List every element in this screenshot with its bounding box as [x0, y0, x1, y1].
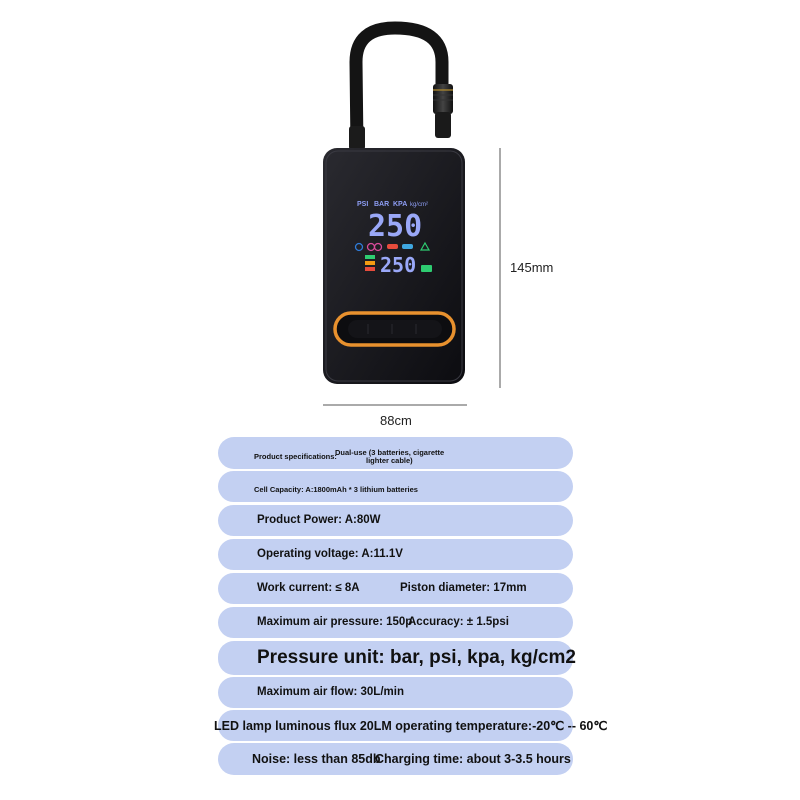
accuracy-text: Accuracy: ± 1.5psi — [408, 616, 509, 628]
spec-row-led-temperature: LED lamp luminous flux 20LM operating te… — [214, 710, 607, 741]
battery-level-icon — [365, 255, 375, 271]
unit-bar: BAR — [374, 201, 389, 208]
spec-row-noise-charging: Noise: less than 85db Charging time: abo… — [218, 743, 573, 775]
charging-time-text: Charging time: about 3-3.5 hours — [375, 752, 571, 766]
spec-row-pressure-unit: Pressure unit: bar, psi, kpa, kg/cm2 — [218, 641, 576, 675]
width-dimension-label: 88cm — [380, 413, 412, 428]
sub-pressure-value: 250 — [380, 253, 416, 277]
product-specifications-value-line2: lighter cable) — [366, 456, 413, 465]
spec-row-operating-voltage: Operating voltage: A:11.1V — [218, 539, 573, 570]
lcd-screen: PSI BAR KPA kg/cm² 250 250 — [354, 201, 432, 277]
spec-row-max-air-flow: Maximum air flow: 30L/min — [218, 677, 573, 708]
height-dimension-label: 145mm — [510, 260, 554, 275]
max-air-pressure-text: Maximum air pressure: 150p — [257, 616, 413, 628]
pressure-unit-text: Pressure unit: bar, psi, kpa, kg/cm2 — [257, 647, 576, 668]
noise-text: Noise: less than 85db — [252, 752, 381, 766]
piston-diameter-text: Piston diameter: 17mm — [400, 582, 527, 594]
control-button-panel — [333, 311, 456, 347]
spec-row-product-power: Product Power: A:80W — [218, 505, 573, 536]
charging-indicator-icon — [421, 265, 432, 272]
hose — [349, 21, 449, 155]
vehicle-mode-icons — [354, 241, 431, 252]
product-illustration: PSI BAR KPA kg/cm² 250 250 — [323, 21, 501, 406]
air-pump-device-image: PSI BAR KPA kg/cm² 250 250 — [323, 21, 501, 406]
unit-kgcm2: kg/cm² — [410, 202, 428, 208]
spec-row-current-piston: Work current: ≤ 8A Piston diameter: 17mm — [218, 573, 573, 604]
work-current-text: Work current: ≤ 8A — [257, 582, 360, 594]
operating-voltage-text: Operating voltage: A:11.1V — [257, 548, 403, 560]
spec-row-product-specifications: Product specifications: Dual-use (3 batt… — [218, 437, 573, 469]
led-temperature-text: LED lamp luminous flux 20LM operating te… — [214, 719, 608, 733]
unit-kpa: KPA — [393, 201, 407, 208]
unit-psi: PSI — [357, 201, 368, 208]
spec-row-pressure-accuracy: Maximum air pressure: 150p Accuracy: ± 1… — [218, 607, 573, 638]
spec-row-cell-capacity: Cell Capacity: A:1800mAh * 3 lithium bat… — [218, 471, 573, 502]
main-pressure-value: 250 — [368, 209, 422, 244]
product-specifications-label: Product specifications: — [254, 452, 337, 461]
product-specifications-value-line1: Dual-use (3 batteries, cigarette — [335, 448, 445, 457]
product-power-text: Product Power: A:80W — [257, 514, 381, 526]
nozzle — [433, 84, 453, 138]
cell-capacity-text: Cell Capacity: A:1800mAh * 3 lithium bat… — [254, 485, 418, 494]
max-air-flow-text: Maximum air flow: 30L/min — [257, 686, 404, 698]
